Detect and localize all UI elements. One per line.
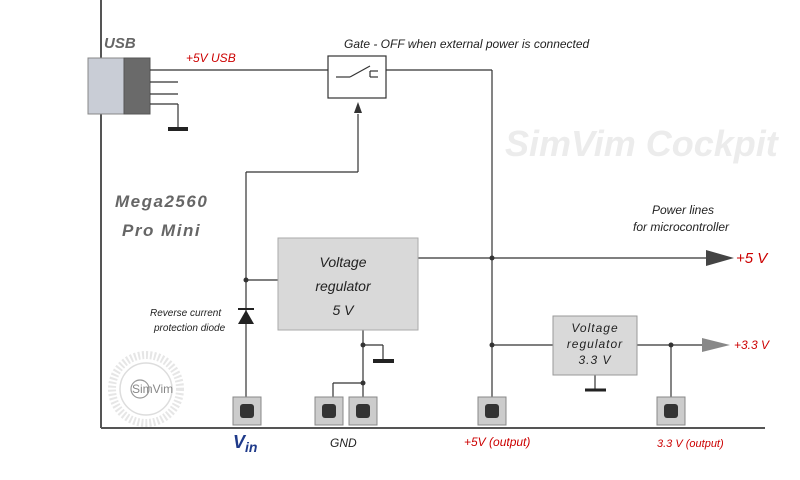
- protection-diode: [238, 308, 254, 324]
- junction-dots: [243, 255, 674, 386]
- pin-33v-output: [656, 396, 686, 426]
- pin-label-gnd: GND: [330, 436, 357, 450]
- gate-label: Gate - OFF when external power is connec…: [344, 37, 590, 51]
- pin-5v-output: [477, 396, 507, 426]
- output-33v-arrow: [702, 338, 730, 352]
- regulator-5v-ground-symbol: [373, 359, 394, 363]
- pin-label-vin: Vin: [233, 432, 257, 455]
- pin-label-vin-main: V: [233, 432, 247, 452]
- usb-rail-label: +5V USB: [186, 51, 236, 65]
- output-5v-label: +5 V: [736, 250, 769, 267]
- output-33v-label: +3.3 V: [734, 338, 770, 352]
- simvim-logo: [108, 351, 184, 427]
- regulator-5v-block: [277, 237, 419, 331]
- power-lines-line1: Power lines: [652, 203, 714, 217]
- power-lines-line2: for microcontroller: [633, 220, 730, 234]
- regulator-33v-line1: Voltage: [571, 321, 618, 335]
- gate-control-arrowhead: [354, 102, 362, 113]
- regulator-33v-line2: regulator: [567, 337, 623, 351]
- regulator-33v-block: [552, 315, 638, 376]
- board-name-line2: Pro Mini: [122, 221, 201, 240]
- regulator-33v-line3: 3.3 V: [578, 353, 611, 367]
- usb-connector: [87, 57, 188, 131]
- usb-label: USB: [104, 35, 136, 52]
- pin-label-5v-output: +5V (output): [464, 435, 530, 449]
- watermark-text: SimVim Cockpit: [505, 123, 780, 164]
- diode-label-line2: protection diode: [153, 323, 226, 334]
- output-5v-arrow: [706, 250, 734, 266]
- logo-text: SimVim: [132, 382, 173, 396]
- pin-gnd-2: [348, 396, 378, 426]
- board-name-line1: Mega2560: [115, 192, 208, 211]
- pin-label-33v-output: 3.3 V (output): [657, 438, 724, 450]
- pin-vin: [232, 396, 262, 426]
- diode-label-line1: Reverse current: [150, 308, 222, 319]
- regulator-5v-line3: 5 V: [332, 302, 355, 318]
- regulator-5v-line2: regulator: [315, 278, 372, 294]
- pin-label-vin-sub: in: [245, 439, 257, 455]
- usb-ground-symbol: [168, 127, 188, 131]
- gate-switch: [327, 55, 387, 99]
- regulator-5v-line1: Voltage: [320, 254, 367, 270]
- pin-gnd-1: [314, 396, 344, 426]
